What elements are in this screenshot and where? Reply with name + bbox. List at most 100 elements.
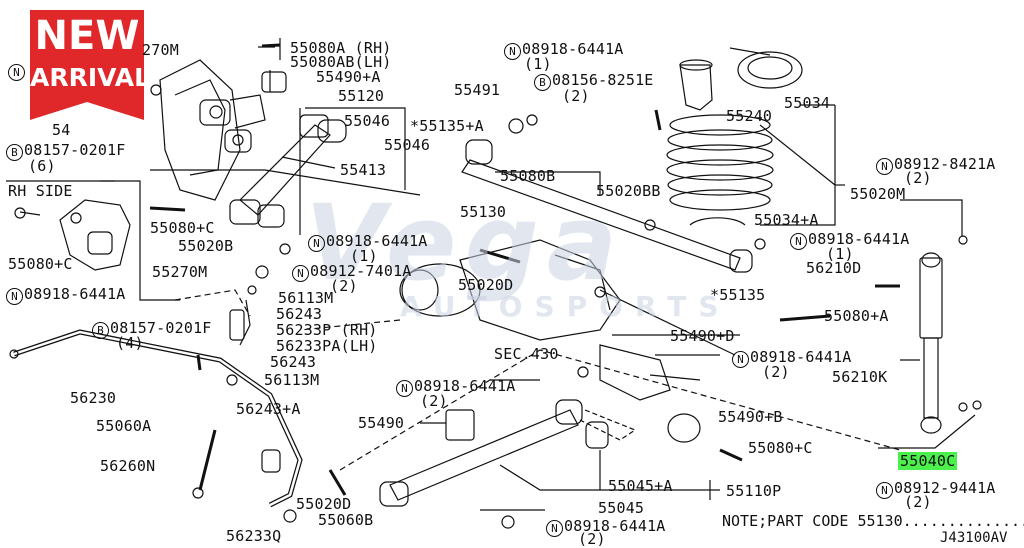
part-label: 56233PA(LH) <box>276 337 378 355</box>
part-label: 55270M <box>152 263 208 281</box>
n-circle-icon: N <box>504 43 521 60</box>
part-label: 55034+A <box>754 211 819 229</box>
part-label: 55045 <box>598 499 645 517</box>
part-label: 55240 <box>726 107 773 125</box>
part-label: 55080+C <box>748 439 813 457</box>
part-label: 55020D <box>458 276 514 294</box>
part-code-note: NOTE;PART CODE 55130..............* <box>722 512 1024 530</box>
new-arrival-badge <box>30 10 144 120</box>
part-label: 55080AB(LH) <box>290 53 392 71</box>
part-qty: (2) <box>762 363 790 381</box>
part-label: 55080+C <box>150 219 215 237</box>
b-circle-icon: B <box>6 144 23 161</box>
part-label: 56243 <box>270 353 317 371</box>
part-label: 55080+A <box>824 307 889 325</box>
part-label: 56233Q <box>226 527 282 545</box>
part-label: *55135+A <box>410 117 484 135</box>
diagram-code: J43100AV <box>940 530 1008 546</box>
part-label: 55120 <box>338 87 385 105</box>
part-label: 55060A <box>96 417 152 435</box>
part-qty: (2) <box>330 277 358 295</box>
part-label: 56230 <box>70 389 117 407</box>
upper-arm-drawing <box>229 114 347 228</box>
part-label: 55046 <box>344 112 391 130</box>
watermark-subtext: AUTOSPORTS <box>400 290 731 323</box>
part-label: *55135 <box>710 286 766 304</box>
part-qty: (2) <box>420 392 448 410</box>
part-qty: (2) <box>562 87 590 105</box>
part-label: 55080A (RH) <box>290 39 392 57</box>
part-label: 55060B <box>318 511 374 529</box>
part-label: 55045+A <box>608 477 673 495</box>
mount-bracket-drawing <box>159 59 266 201</box>
part-label: 55020D <box>296 495 352 513</box>
part-label: 54 <box>52 121 71 139</box>
part-label: 55130 <box>460 203 507 221</box>
n-circle-icon: N <box>396 380 413 397</box>
part-qty: (1) <box>524 55 552 73</box>
part-label: 55020M <box>850 185 906 203</box>
n-circle-icon: N <box>6 288 23 305</box>
differential-drawing <box>399 239 671 401</box>
badge-line-new: NEW <box>34 13 140 59</box>
shock-absorber-drawing <box>919 235 982 434</box>
part-label: 56260N <box>100 457 156 475</box>
part-label: N <box>8 62 26 81</box>
part-label: 55491 <box>454 81 501 99</box>
part-label[interactable]: SEC.430 <box>494 345 559 363</box>
part-label: 55046 <box>384 136 431 154</box>
n-circle-icon: N <box>876 158 893 175</box>
section-label-rh-side: RH SIDE <box>8 182 73 200</box>
part-label: 55080+C <box>8 255 73 273</box>
b-circle-icon: B <box>534 74 551 91</box>
part-label: 56113M <box>278 289 334 307</box>
badge-line-arrival: ARRIVAL <box>30 63 151 92</box>
part-qty: (6) <box>28 157 56 175</box>
part-qty: (2) <box>578 530 606 548</box>
watermark-brand: Vega <box>305 182 626 304</box>
part-label: 56233P (RH) <box>276 321 378 339</box>
part-label: 56243+A <box>236 400 301 418</box>
n-circle-icon: N <box>8 64 25 81</box>
n-circle-icon: N <box>308 235 325 252</box>
part-label: 55080B <box>500 167 556 185</box>
part-qty: (1) <box>826 245 854 263</box>
part-label: 56210D <box>806 259 862 277</box>
part-label-highlighted: 55040C <box>898 452 958 470</box>
part-label: 55034 <box>784 94 831 112</box>
part-label: 55490+D <box>670 327 735 345</box>
n-circle-icon: N <box>732 351 749 368</box>
part-label: 56113M <box>264 371 320 389</box>
part-label: 55110P <box>726 482 782 500</box>
part-qty: (2) <box>904 493 932 511</box>
part-label: 56210K <box>832 368 888 386</box>
stabilizer-bar-drawing <box>9 329 303 508</box>
rh-side-bracket-drawing <box>14 199 131 271</box>
part-label: 55020B <box>178 237 234 255</box>
b-circle-icon: B <box>92 322 109 339</box>
part-label: 55413 <box>340 161 387 179</box>
part-label: 55490 <box>358 414 405 432</box>
lateral-rod-drawing <box>461 139 753 273</box>
n-circle-icon: N <box>546 520 563 537</box>
lower-arm-drawing <box>379 399 701 507</box>
part-label: 55020BB <box>596 182 661 200</box>
n-circle-icon: N <box>292 265 309 282</box>
part-qty: (4) <box>116 334 144 352</box>
n-circle-icon: N <box>790 233 807 250</box>
part-qty: (1) <box>350 247 378 265</box>
